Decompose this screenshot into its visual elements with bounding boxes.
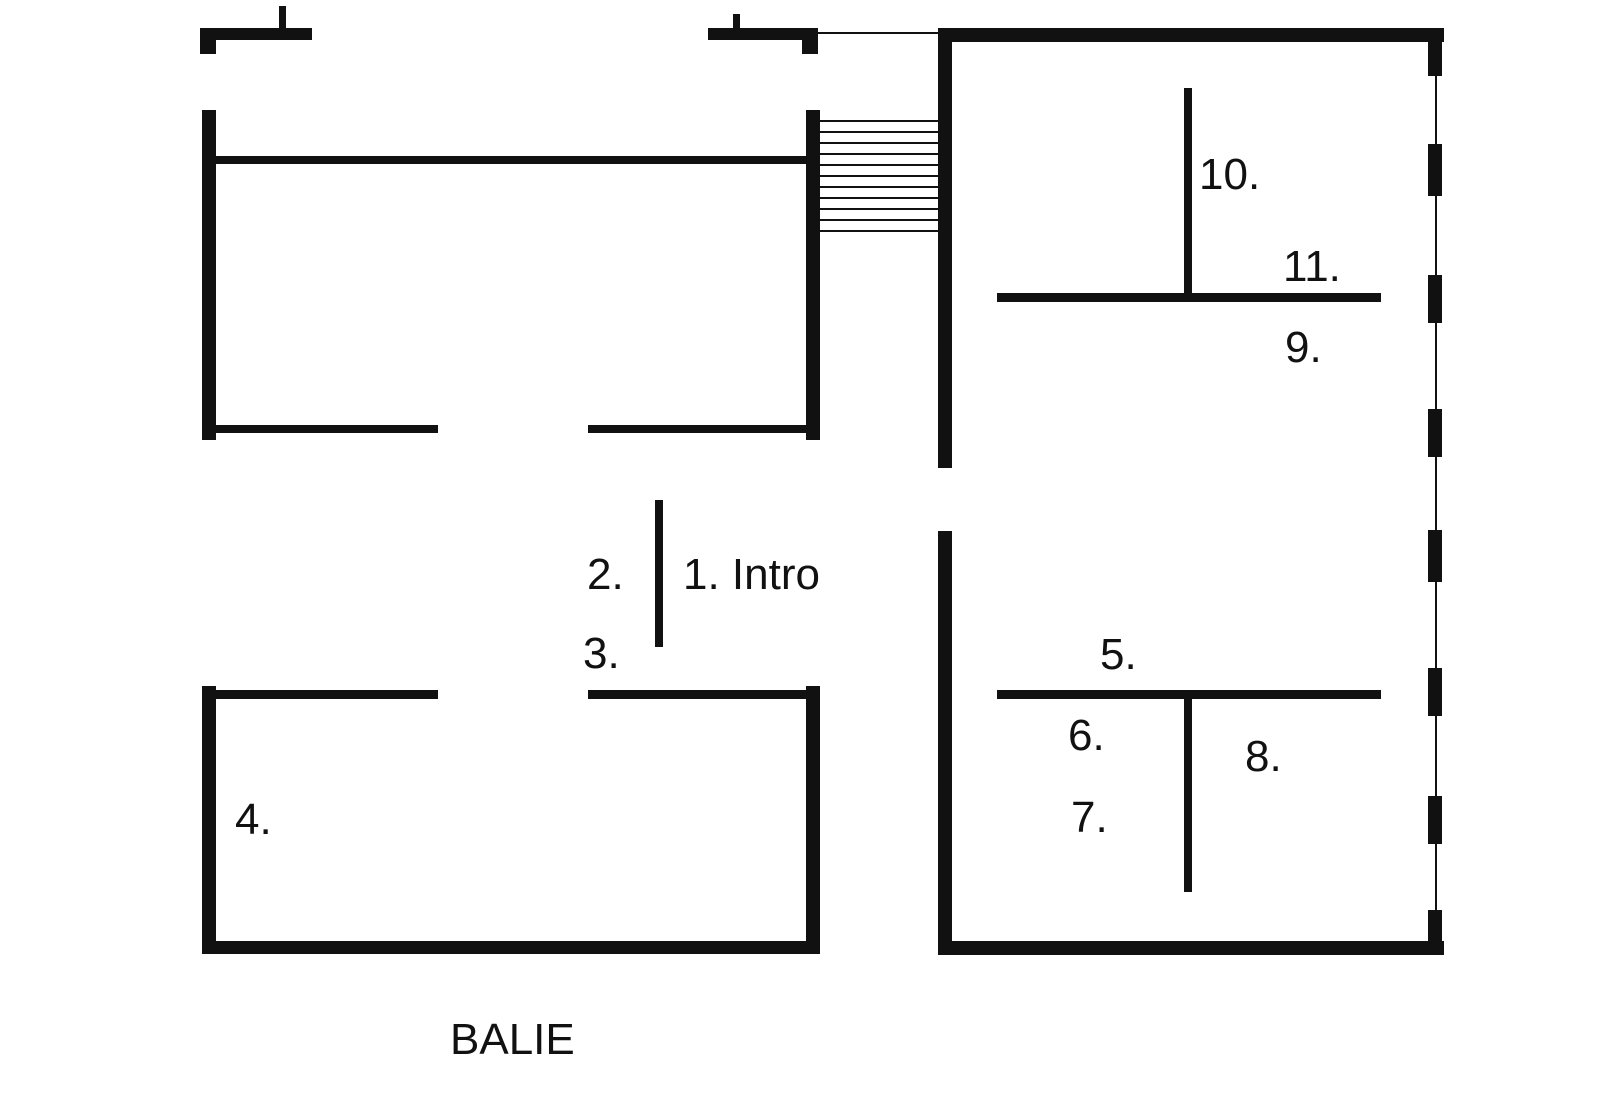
label-room-3: 3. [583,629,620,678]
label-room-5: 5. [1100,630,1137,679]
label-room-9: 9. [1285,323,1322,372]
lower-partitions [997,690,1381,892]
intro-panel-wall [655,500,663,647]
label-room-10: 10. [1199,150,1260,199]
label-intro: 1. Intro [683,550,820,599]
right-wall-windows [1428,28,1442,954]
label-room-8: 8. [1245,732,1282,781]
room-bottom-left [202,686,820,954]
room-top-left [202,110,820,440]
label-balie: BALIE [450,1015,575,1064]
upper-partitions [997,88,1381,302]
label-room-11: 11. [1283,242,1341,291]
label-room-6: 6. [1068,711,1105,760]
label-room-2: 2. [587,550,624,599]
right-building [938,28,1444,955]
top-left-entrance-walls [200,6,312,54]
label-room-4: 4. [235,795,272,844]
top-middle-entrance-walls [708,14,940,54]
label-room-7: 7. [1071,793,1108,842]
stairs [820,120,938,232]
